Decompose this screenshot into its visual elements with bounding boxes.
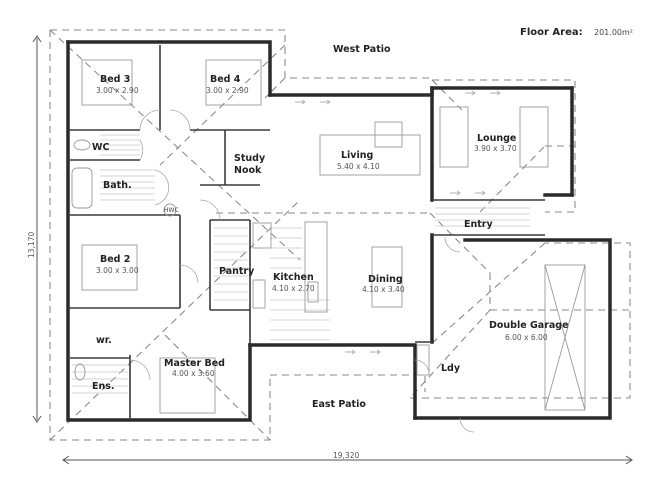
wardrobe-label: wr. — [96, 335, 112, 346]
wc-label: WC — [92, 142, 109, 153]
fridge — [252, 222, 272, 249]
walls — [66, 40, 612, 422]
entry-label: Entry — [464, 219, 493, 230]
floor-area-header: Floor Area: 201.00m² — [520, 27, 633, 38]
bed4-size: 3.00 x 2.90 — [206, 86, 249, 95]
lounge-sofa-right — [519, 106, 549, 168]
kitchen-size: 4.10 x 2.70 — [272, 284, 315, 293]
furniture — [71, 59, 586, 414]
west-patio-label: West Patio — [333, 44, 391, 55]
east-patio-label: East Patio — [312, 399, 366, 410]
bed4-label: Bed 4 — [210, 74, 241, 85]
bed4-bed — [205, 59, 262, 106]
depth-arrow-top-icon — [32, 35, 42, 43]
room-labels: Bed 3 3.00 x 2.90 Bed 4 3.00 x 2.90 WC B… — [92, 44, 569, 410]
dining-label: Dining — [368, 274, 403, 285]
living-table — [374, 121, 403, 148]
floor-hatching — [72, 134, 530, 394]
hwc-label: HWC — [164, 207, 179, 214]
master-label: Master Bed — [164, 358, 225, 369]
lounge-label: Lounge — [477, 133, 516, 144]
floor-area-label: Floor Area: — [520, 27, 583, 38]
ensuite-label: Ens. — [92, 381, 115, 392]
bath-label: Bath. — [103, 180, 132, 191]
bathtub — [71, 167, 93, 209]
hwc-cylinder — [163, 203, 177, 217]
width-arrow-left-icon — [62, 455, 70, 465]
slider-arrows — [295, 90, 501, 355]
bed3-label: Bed 3 — [100, 74, 130, 85]
living-label: Living — [341, 150, 373, 161]
living-size: 5.40 x 4.10 — [337, 162, 380, 171]
ens-toilet — [74, 363, 86, 381]
wc-toilet — [73, 139, 91, 151]
width-dimension-label: 19,320 — [333, 451, 359, 460]
lounge-size: 3.90 x 3.70 — [474, 144, 517, 153]
width-arrow-right-icon — [625, 455, 633, 465]
kitchen-sink — [307, 281, 319, 303]
lounge-sofa-left — [439, 106, 469, 168]
bed3-bed — [81, 59, 133, 106]
depth-arrow-bottom-icon — [32, 415, 42, 423]
pantry-label: Pantry — [219, 266, 255, 277]
laundry-tub — [416, 344, 430, 376]
dimension-lines: 13,170 19,320 — [27, 35, 633, 465]
study-label-line2: Nook — [234, 165, 262, 176]
kitchen-cooktop — [252, 279, 266, 309]
bed2-label: Bed 2 — [100, 254, 130, 265]
kitchen-island — [304, 221, 328, 313]
laundry-label: Ldy — [441, 363, 461, 374]
bed2-size: 3.00 x 3.00 — [96, 266, 139, 275]
dining-size: 4.10 x 3.40 — [362, 285, 405, 294]
study-label-line1: Study — [234, 153, 266, 164]
garage-size: 6.00 x 6.00 — [505, 333, 548, 342]
master-size: 4.00 x 3.60 — [172, 369, 215, 378]
living-sofa — [319, 134, 421, 176]
door-swings — [129, 109, 475, 433]
roofline-dashed — [49, 29, 631, 441]
master-bed — [159, 357, 216, 414]
dining-table — [371, 246, 403, 308]
garage-label: Double Garage — [489, 320, 569, 331]
bed3-size: 3.00 x 2.90 — [96, 86, 139, 95]
floor-area-value: 201.00m² — [594, 28, 633, 37]
garage-cars-outline — [544, 264, 586, 411]
bed2-bed — [81, 244, 138, 291]
kitchen-label: Kitchen — [273, 272, 314, 283]
depth-dimension-label: 13,170 — [27, 232, 36, 258]
